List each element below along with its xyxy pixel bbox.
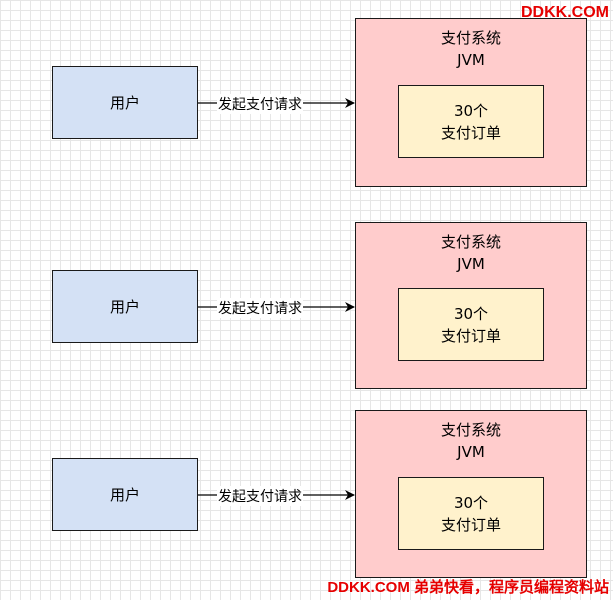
orders-count: 30个 (453, 493, 489, 512)
payment-system-node-2[interactable]: 支付系统 JVM 30个 支付订单 (355, 222, 587, 389)
watermark-bottom: DDKK.COM 弟弟快看，程序员编程资料站 (327, 579, 609, 596)
orders-node-2[interactable]: 30个 支付订单 (398, 288, 544, 361)
user-node-1[interactable]: 用户 (52, 66, 198, 139)
system-subtitle: JVM (457, 255, 485, 273)
orders-node-1[interactable]: 30个 支付订单 (398, 85, 544, 158)
system-title: 支付系统 (440, 233, 501, 251)
system-subtitle: JVM (457, 443, 485, 461)
system-title: 支付系统 (440, 421, 501, 439)
payment-system-node-1[interactable]: 支付系统 JVM 30个 支付订单 (355, 18, 587, 187)
orders-node-3[interactable]: 30个 支付订单 (398, 477, 544, 550)
system-subtitle: JVM (457, 51, 485, 69)
user-node-3[interactable]: 用户 (52, 458, 198, 531)
orders-count: 30个 (453, 101, 489, 120)
user-node-label: 用户 (109, 94, 140, 112)
orders-label: 支付订单 (440, 123, 501, 142)
payment-system-node-3[interactable]: 支付系统 JVM 30个 支付订单 (355, 410, 587, 578)
user-node-label: 用户 (109, 298, 140, 316)
system-title: 支付系统 (440, 29, 501, 47)
edge-label-2: 发起支付请求 (217, 298, 303, 318)
edge-label-1: 发起支付请求 (217, 94, 303, 114)
user-node-2[interactable]: 用户 (52, 270, 198, 343)
edge-label-3: 发起支付请求 (217, 486, 303, 506)
orders-label: 支付订单 (440, 515, 501, 534)
watermark-top: DDKK.COM (521, 4, 609, 21)
user-node-label: 用户 (109, 486, 140, 504)
orders-label: 支付订单 (440, 326, 501, 345)
orders-count: 30个 (453, 304, 489, 323)
